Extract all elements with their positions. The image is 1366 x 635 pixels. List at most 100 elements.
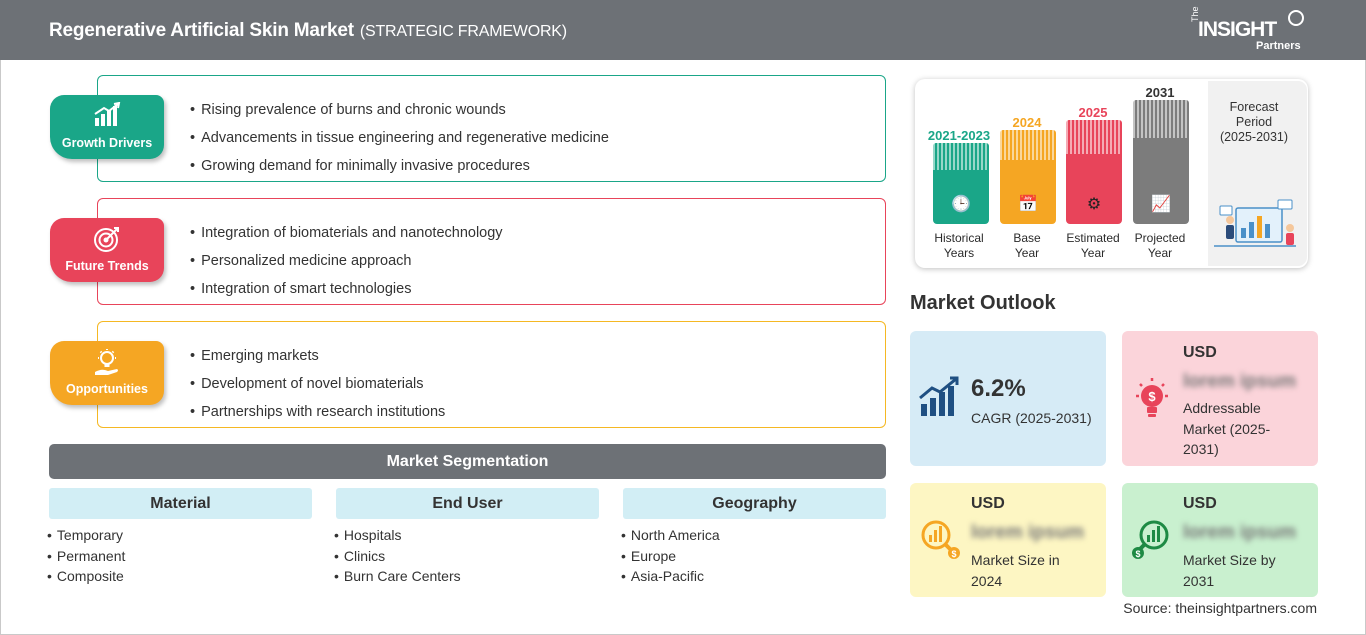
list-item: Emerging markets: [190, 342, 445, 370]
gears-icon: ⚙: [1086, 196, 1102, 213]
label-line: 2024: [971, 572, 1003, 589]
list-item: Burn Care Centers: [334, 566, 461, 587]
lightbulb-hand-icon: [50, 348, 164, 376]
list-item: Hospitals: [334, 525, 461, 546]
bar-hatch: [1133, 100, 1189, 138]
insight-partners-logo: The INSIGHT Partners: [1190, 6, 1308, 54]
segment-list-material: Temporary Permanent Composite: [47, 525, 125, 587]
label-line: Addressable: [1183, 400, 1261, 416]
label-line: 2031: [1183, 572, 1215, 589]
analyst-dashboard-icon: [1210, 198, 1300, 254]
future-trends-list: Integration of biomaterials and nanotech…: [190, 219, 503, 303]
segment-list-end-user: Hospitals Clinics Burn Care Centers: [334, 525, 461, 587]
opportunities-list: Emerging markets Development of novel bi…: [190, 342, 445, 426]
dollar-bulb-icon: $: [1130, 376, 1174, 430]
opportunities-label: Opportunities: [66, 382, 148, 396]
growth-drivers-panel: Rising prevalence of burns and chronic w…: [97, 75, 886, 182]
list-item: Partnerships with research institutions: [190, 398, 445, 426]
list-item: Permanent: [47, 546, 125, 567]
cagr-label: CAGR (2025-2031): [971, 410, 1092, 426]
opportunities-panel: Emerging markets Development of novel bi…: [97, 321, 886, 428]
label-line: Estimated: [1066, 231, 1120, 245]
label-line: Period: [1235, 115, 1273, 129]
estimated-bar: ⚙: [1066, 120, 1122, 224]
market-size-2031-label: Market Size by 2031: [1183, 550, 1276, 591]
svg-text:$: $: [951, 549, 956, 559]
base-year: 2024: [1012, 115, 1042, 130]
label-line: 2031): [1183, 441, 1219, 457]
market-size-2024-card: [910, 483, 1106, 597]
page-title: Regenerative Artificial Skin Market (STRA…: [49, 20, 567, 42]
label-line: Forecast: [1229, 100, 1279, 114]
forecast-period-label: Forecast Period (2025-2031): [1214, 100, 1294, 145]
market-size-2024-currency: USD: [971, 495, 1005, 512]
label-line: Years: [943, 246, 975, 260]
list-item: Personalized medicine approach: [190, 247, 503, 275]
magnifier-growth-icon: $: [1130, 517, 1174, 571]
calendar-icon: 📅: [1018, 196, 1038, 213]
bar-hatch: [1066, 120, 1122, 154]
addressable-currency: USD: [1183, 344, 1217, 361]
label-line: Market Size in: [971, 552, 1060, 568]
presentation-chart-icon: 📈: [1151, 196, 1171, 213]
svg-text:$: $: [1148, 389, 1156, 404]
segment-list-geography: North America Europe Asia-Pacific: [621, 525, 720, 587]
logo-insight: INSIGHT: [1198, 18, 1277, 41]
future-trends-panel: Integration of biomaterials and nanotech…: [97, 198, 886, 305]
label-line: Market Size by: [1183, 552, 1276, 568]
historical-year: 2021-2023: [927, 128, 991, 143]
label-line: Year: [1147, 246, 1173, 260]
market-size-2024-label: Market Size in 2024: [971, 550, 1060, 591]
source-credit: Source: theinsightpartners.com: [1123, 600, 1317, 616]
market-segmentation-header: Market Segmentation: [49, 444, 886, 479]
base-bar: 📅: [1000, 130, 1056, 224]
title-subtitle: (STRATEGIC FRAMEWORK): [359, 23, 567, 40]
target-icon: [50, 225, 164, 253]
projected-bar: 📈: [1133, 100, 1189, 224]
bar-hatch: [1000, 130, 1056, 160]
list-item: Integration of smart technologies: [190, 275, 503, 303]
list-item: Growing demand for minimally invasive pr…: [190, 152, 609, 180]
list-item: Advancements in tissue engineering and r…: [190, 124, 609, 152]
future-trends-label: Future Trends: [65, 259, 149, 273]
list-item: Clinics: [334, 546, 461, 567]
label-line: Year: [1080, 246, 1106, 260]
magnifier-chart-icon: $: [918, 517, 962, 571]
list-item: Asia-Pacific: [621, 566, 720, 587]
list-item: Europe: [621, 546, 720, 567]
logo-partners: Partners: [1256, 40, 1301, 52]
segment-header-material: Material: [49, 488, 312, 519]
market-outlook-title: Market Outlook: [910, 292, 1056, 314]
list-item: Temporary: [47, 525, 125, 546]
segment-header-end-user: End User: [336, 488, 599, 519]
addressable-value-redacted: lorem ipsum: [1183, 371, 1296, 392]
label-line: Market (2025-: [1183, 420, 1271, 437]
history-clock-icon: 🕒: [951, 196, 971, 213]
list-item: Composite: [47, 566, 125, 587]
list-item: Integration of biomaterials and nanotech…: [190, 219, 502, 247]
label-line: Year: [1014, 246, 1040, 260]
label-line: Historical: [934, 231, 984, 245]
bar-chart-up-icon: [50, 101, 164, 130]
label-line: (2025-2031): [1219, 130, 1289, 144]
list-item: Rising prevalence of burns and chronic w…: [190, 96, 609, 124]
market-size-2031-value-redacted: lorem ipsum: [1183, 522, 1296, 543]
market-size-2024-value-redacted: lorem ipsum: [971, 522, 1084, 543]
market-size-2031-currency: USD: [1183, 495, 1217, 512]
title-text: Regenerative Artificial Skin Market: [49, 20, 354, 41]
cagr-value: 6.2%: [971, 375, 1026, 402]
segment-header-geography: Geography: [623, 488, 886, 519]
logo-ring-icon: [1288, 10, 1304, 26]
bar-hatch: [933, 143, 989, 170]
growth-drivers-label: Growth Drivers: [61, 136, 153, 150]
historical-bar: 🕒: [933, 143, 989, 224]
growth-drivers-list: Rising prevalence of burns and chronic w…: [190, 96, 609, 180]
estimated-year: 2025: [1078, 105, 1108, 120]
growth-drivers-badge: Growth Drivers: [50, 95, 164, 159]
svg-text:$: $: [1135, 549, 1140, 559]
